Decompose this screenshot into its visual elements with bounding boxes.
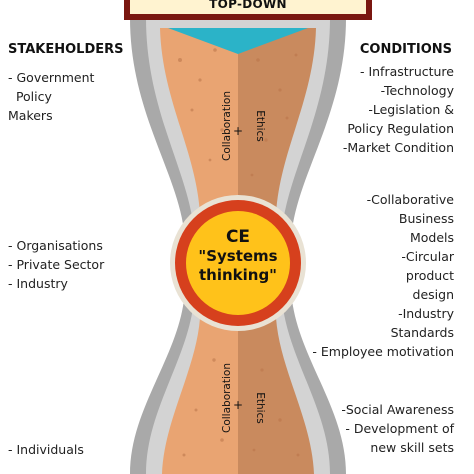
upper-ethics-label: Ethics (254, 110, 266, 142)
stakeholder-item: - Industry (8, 276, 68, 291)
condition-item: product (405, 268, 454, 283)
stakeholders-heading: STAKEHOLDERS (8, 42, 124, 57)
condition-item: Business (398, 211, 454, 226)
lower-plus-sign: + (232, 398, 244, 412)
lower-ethics-label: Ethics (254, 392, 266, 424)
upper-sand-dark (238, 28, 316, 214)
conditions-group-middle: -Collaborative Business Models -Circular… (312, 190, 454, 361)
condition-item: new skill sets (370, 440, 454, 455)
stakeholder-item: Makers (8, 108, 53, 123)
sand-texture (178, 48, 300, 457)
top-down-arrow-icon (168, 28, 308, 54)
lower-sand-light (162, 318, 238, 474)
stakeholders-group-individuals: - Individuals (8, 440, 84, 459)
top-down-banner: TOP-DOWN (124, 0, 372, 20)
upper-plus-sign: + (232, 124, 244, 138)
condition-item: -Industry (398, 306, 454, 321)
condition-item: Standards (390, 325, 454, 340)
conditions-group-bottom: -Social Awareness - Development of new s… (341, 400, 454, 457)
condition-item: -Market Condition (342, 140, 454, 155)
center-circle: CE "Systems thinking" (186, 211, 290, 315)
lower-sand-dark (238, 318, 314, 474)
stakeholder-item: Policy (8, 89, 52, 104)
stakeholder-item: - Private Sector (8, 257, 105, 272)
stakeholder-item: - Individuals (8, 442, 84, 457)
stakeholder-item: - Organisations (8, 238, 103, 253)
stakeholder-item: - Government (8, 70, 95, 85)
conditions-heading: CONDITIONS (359, 42, 452, 57)
condition-item: - Infrastructure (359, 64, 454, 79)
condition-item: -Collaborative (366, 192, 454, 207)
banner-label: TOP-DOWN (209, 0, 287, 11)
center-title: CE (225, 227, 251, 247)
condition-item: -Technology (380, 83, 454, 98)
center-subtitle-line1: "Systems (198, 247, 278, 265)
condition-item: - Development of (345, 421, 454, 436)
center-subtitle-line2: thinking" (198, 266, 278, 284)
stakeholders-group-organisations: - Organisations - Private Sector - Indus… (8, 236, 104, 293)
conditions-group-top: - Infrastructure -Technology -Legislatio… (343, 62, 454, 157)
condition-item: Policy Regulation (347, 121, 454, 136)
condition-item: -Social Awareness (341, 402, 454, 417)
condition-item: -Circular (401, 249, 454, 264)
condition-item: design (412, 287, 454, 302)
condition-item: Models (409, 230, 454, 245)
upper-sand-light (160, 28, 238, 214)
stakeholders-group-government: - Government Policy Makers (8, 68, 94, 125)
condition-item: -Legislation & (368, 102, 454, 117)
condition-item: - Employee motivation (312, 344, 454, 359)
